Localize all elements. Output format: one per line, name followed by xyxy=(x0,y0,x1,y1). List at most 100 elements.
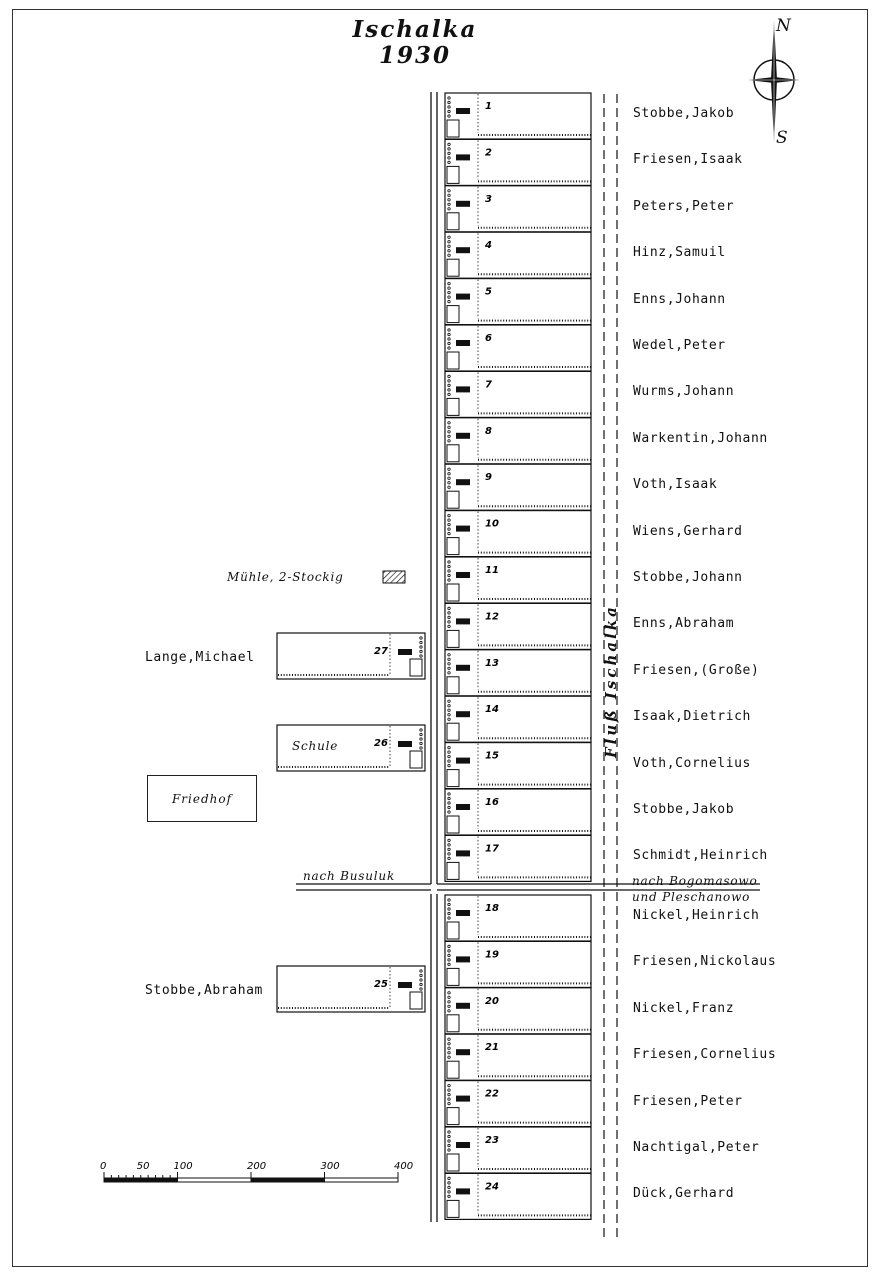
lot-number: 1 xyxy=(485,101,492,112)
scale-tick-label: 100 xyxy=(174,1161,193,1172)
outbuilding xyxy=(446,629,460,648)
tree-dot xyxy=(447,142,451,146)
lot-boundary xyxy=(276,632,426,680)
lot-number: 17 xyxy=(485,843,499,854)
lot-boundary xyxy=(444,1033,592,1081)
lot-number: 8 xyxy=(485,426,492,437)
owner-name-13: Friesen,(Große) xyxy=(633,662,760,678)
tree-dot xyxy=(447,856,451,861)
owner-name-22: Friesen,Peter xyxy=(633,1093,743,1109)
tree-dot xyxy=(419,746,423,750)
lot-boundary xyxy=(276,965,426,1013)
tree-dot xyxy=(447,792,451,796)
tree-dot xyxy=(447,1102,451,1106)
west-lot-25: 25 xyxy=(276,965,426,1013)
tree-dot xyxy=(447,898,451,902)
lot-7: 7 xyxy=(444,370,592,418)
house-block xyxy=(456,154,470,161)
tree-dot xyxy=(447,953,451,958)
tree-dot xyxy=(447,1134,451,1139)
lot-5: 5 xyxy=(444,278,592,326)
tree-dot xyxy=(419,978,423,982)
tree-dot xyxy=(447,1176,451,1181)
house-block xyxy=(456,293,470,300)
lot-17: 17 xyxy=(444,834,592,883)
school-label: Schule xyxy=(292,739,339,753)
house-block xyxy=(456,479,470,486)
tree-dot xyxy=(447,383,451,387)
lot-boundary xyxy=(444,463,592,511)
lot-number: 5 xyxy=(485,287,492,298)
tree-dot xyxy=(447,620,451,624)
lot-boundary xyxy=(444,278,592,326)
road-east-label-2: und Pleschanowo xyxy=(632,890,751,904)
lot-2: 2 xyxy=(444,138,592,186)
tree-dot xyxy=(447,1000,451,1004)
lot-8: 8 xyxy=(444,417,592,465)
tree-dot xyxy=(447,1181,451,1185)
owner-name-19: Friesen,Nickolaus xyxy=(633,954,777,970)
house-block xyxy=(456,757,470,764)
west-lot-27: 27 xyxy=(276,632,426,680)
owner-name-4: Hinz,Samuil xyxy=(633,245,726,261)
outbuilding xyxy=(446,815,460,834)
house-block xyxy=(456,1002,470,1009)
outbuilding xyxy=(446,212,460,231)
house-block xyxy=(456,386,470,393)
outbuilding xyxy=(446,305,460,324)
tree-dot xyxy=(419,649,423,654)
house-block xyxy=(398,982,412,988)
tree-dot xyxy=(447,1190,451,1194)
tree-dot xyxy=(447,341,451,346)
owner-name-8: Warkentin,Johann xyxy=(633,430,768,446)
map-year: 1930 xyxy=(378,42,451,69)
outbuilding xyxy=(446,1107,460,1126)
tree-dot xyxy=(447,852,451,856)
owner-name-5: Enns,Johann xyxy=(633,291,726,307)
house-block xyxy=(456,1095,470,1102)
lot-boundary xyxy=(444,987,592,1035)
tree-dot xyxy=(447,337,451,341)
lot-9: 9 xyxy=(444,463,592,511)
house-block xyxy=(456,1188,470,1195)
tree-dot xyxy=(447,531,451,536)
lot-boundary xyxy=(444,788,592,836)
tree-dot xyxy=(447,430,451,434)
outbuilding xyxy=(446,258,460,277)
lot-boundary xyxy=(444,602,592,651)
tree-dot xyxy=(447,796,451,801)
owner-name-11: Stobbe,Johann xyxy=(633,570,743,585)
tree-dot xyxy=(447,156,451,160)
tree-dot xyxy=(447,578,451,582)
tree-dot xyxy=(447,624,451,629)
scale-tick-label: 300 xyxy=(321,1161,340,1172)
lot-6: 6 xyxy=(444,324,592,372)
lot-boundary xyxy=(444,834,592,883)
lot-boundary xyxy=(444,370,592,418)
owner-name-20: Nickel,Franz xyxy=(633,1000,735,1016)
lot-number: 6 xyxy=(485,333,492,344)
outbuilding xyxy=(446,165,460,184)
tree-dot xyxy=(447,425,451,429)
tree-dot xyxy=(447,513,451,518)
outbuilding xyxy=(446,119,460,138)
tree-dot xyxy=(447,100,451,105)
lot-number: 22 xyxy=(485,1089,499,1100)
house-block xyxy=(456,572,470,578)
lot-number: 3 xyxy=(485,194,492,205)
lot-boundary xyxy=(444,231,592,279)
outbuilding xyxy=(446,861,460,880)
lot-boundary xyxy=(444,1172,592,1221)
lot-number: 21 xyxy=(485,1042,499,1053)
lot-number: 13 xyxy=(485,658,499,669)
tree-dot xyxy=(447,286,451,290)
lot-boundary xyxy=(444,556,592,604)
lot-4: 4 xyxy=(444,231,592,279)
lot-14: 14 xyxy=(444,695,592,743)
tree-dot xyxy=(447,662,451,666)
tree-dot xyxy=(447,151,451,155)
lot-number: 12 xyxy=(485,611,499,622)
lot-number: 26 xyxy=(374,738,388,749)
lot-number: 25 xyxy=(374,979,388,990)
